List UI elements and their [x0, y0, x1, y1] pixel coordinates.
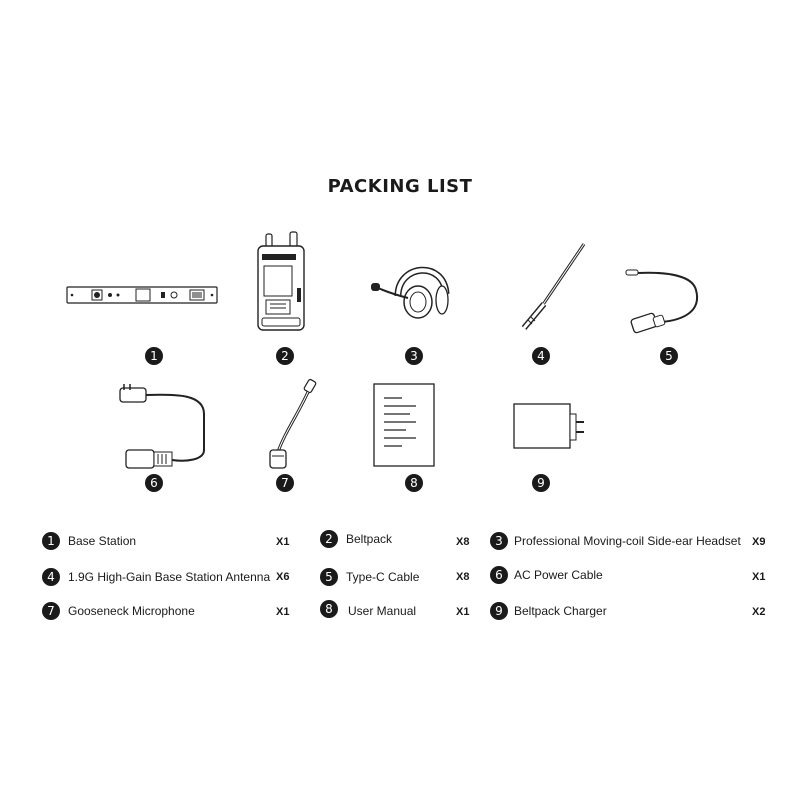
legend-qty-1: X1: [276, 536, 290, 548]
legend-name-7: Gooseneck Microphone: [68, 604, 195, 618]
legend-number-2: 2: [320, 530, 338, 548]
legend-number-4: 4: [42, 568, 60, 586]
legend-number-7: 7: [42, 602, 60, 620]
legend-qty-3: X9: [752, 536, 766, 548]
antenna-icon: [521, 243, 586, 330]
legend-qty-6: X1: [752, 571, 766, 583]
item-number-5: 5: [660, 347, 678, 365]
item-number-3: 3: [405, 347, 423, 365]
legend-name-1: Base Station: [68, 534, 137, 548]
base-station-icon: [66, 286, 218, 304]
legend-name-5: Type-C Cable: [346, 570, 420, 584]
legend-name-2: Beltpack: [346, 532, 393, 546]
legend-name-4: 1.9G High-Gain Base Station Antenna: [68, 570, 271, 584]
legend-name-9: Beltpack Charger: [514, 604, 607, 618]
legend-name-6: AC Power Cable: [514, 568, 603, 582]
legend-qty-7: X1: [276, 606, 290, 618]
headset-icon: [371, 266, 450, 319]
user-manual-icon: [373, 383, 435, 467]
gooseneck-microphone-icon: [269, 378, 317, 469]
legend-number-5: 5: [320, 568, 338, 586]
legend-number-3: 3: [490, 532, 508, 550]
legend-name-3: Professional Moving-coil Side-ear Headse…: [514, 534, 741, 548]
item-number-1: 1: [145, 347, 163, 365]
item-number-8: 8: [405, 474, 423, 492]
item-number-4: 4: [532, 347, 550, 365]
ac-power-cable-icon: [119, 384, 205, 469]
legend-qty-9: X2: [752, 606, 766, 618]
legend-qty-8: X1: [456, 606, 470, 618]
legend-number-8: 8: [320, 600, 338, 618]
legend-qty-2: X8: [456, 536, 470, 548]
item-number-9: 9: [532, 474, 550, 492]
item-number-6: 6: [145, 474, 163, 492]
legend-qty-5: X8: [456, 571, 470, 583]
beltpack-icon: [257, 231, 305, 331]
item-number-2: 2: [276, 347, 294, 365]
legend-name-8: User Manual: [348, 604, 417, 618]
legend-number-9: 9: [490, 602, 508, 620]
legend-number-1: 1: [42, 532, 60, 550]
page-title: PACKING LIST: [327, 176, 473, 197]
legend-number-6: 6: [490, 566, 508, 584]
item-number-7: 7: [276, 474, 294, 492]
type-c-cable-icon: [625, 269, 699, 334]
charger-icon: [513, 403, 584, 449]
legend-qty-4: X6: [276, 571, 290, 583]
